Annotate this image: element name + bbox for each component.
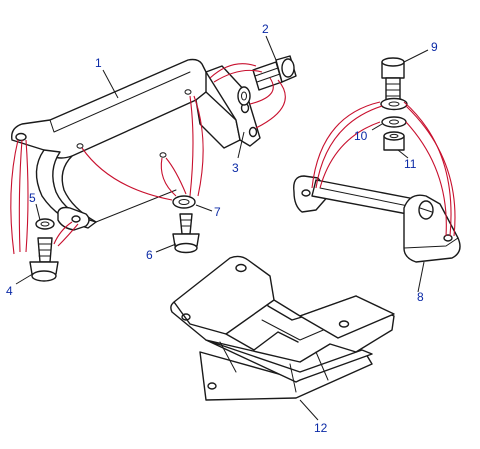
- callout-3: 3: [232, 161, 239, 175]
- part-11-nut: [383, 131, 405, 151]
- part-2-washer: [237, 86, 251, 106]
- part-5-washer: [35, 218, 55, 230]
- part-9-bolt: [381, 57, 405, 101]
- leader-lines: [15, 35, 429, 421]
- callout-5: 5: [29, 191, 36, 205]
- reference-curves: [10, 63, 456, 255]
- callout-4: 4: [6, 284, 13, 298]
- callout-8: 8: [417, 290, 424, 304]
- part-6-bolt: [172, 213, 200, 254]
- callout-2: 2: [262, 22, 269, 36]
- part-2-bolt: [252, 55, 297, 91]
- callout-11: 11: [404, 157, 417, 171]
- part-10-washers: [380, 97, 408, 128]
- callout-10: 10: [354, 129, 368, 143]
- callout-1: 1: [95, 56, 102, 70]
- callout-7: 7: [214, 205, 221, 219]
- part-7-washer: [172, 195, 196, 209]
- part-4-bolt: [29, 237, 59, 282]
- part-8-stud-bracket: [293, 175, 461, 263]
- part-1-mounting-bracket: [11, 58, 261, 231]
- callout-labels: 1 2 3 4 5 6 7 8 9 10 11 12: [6, 22, 438, 435]
- callout-9: 9: [431, 40, 438, 54]
- callout-12: 12: [314, 421, 328, 435]
- part-12-mounting-saddle: [170, 255, 395, 401]
- callout-6: 6: [146, 248, 153, 262]
